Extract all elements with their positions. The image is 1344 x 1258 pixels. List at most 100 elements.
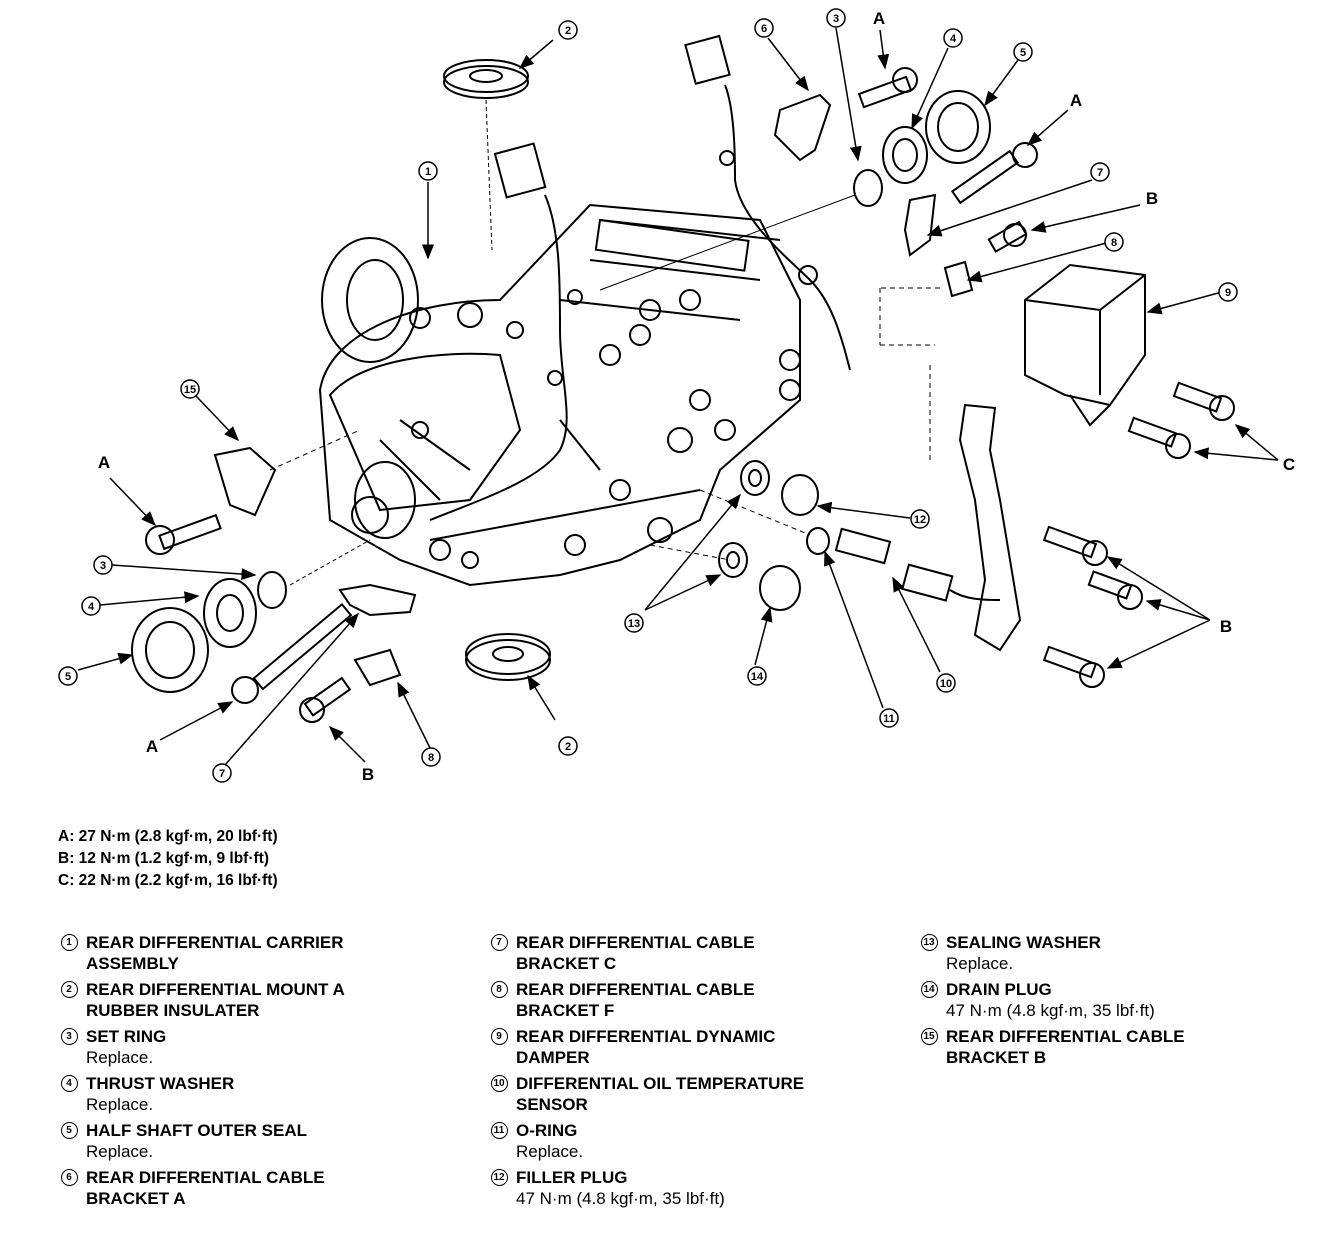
- legend-item-3: 3 SET RING Replace.: [58, 1026, 345, 1068]
- callout-8-bottom: 8: [421, 747, 441, 767]
- letter-C: C: [1283, 455, 1295, 474]
- legend-item-title: BRACKET F: [516, 1001, 615, 1020]
- callout-11: 11: [879, 708, 899, 728]
- svg-text:12: 12: [914, 514, 926, 526]
- callout-5-top: 5: [1013, 42, 1033, 62]
- legend-number-badge: 13: [920, 934, 938, 951]
- legend-item-title: ASSEMBLY: [86, 954, 179, 973]
- svg-text:11: 11: [883, 713, 895, 725]
- callout-4-left: 4: [81, 596, 101, 616]
- legend-item-note: Replace.: [86, 1142, 154, 1161]
- svg-text:3: 3: [100, 560, 106, 572]
- legend-item-title: BRACKET C: [516, 954, 617, 973]
- legend-item-note: Replace.: [86, 1095, 154, 1114]
- callout-2-top: 2: [558, 20, 578, 40]
- mount-rubber-insulator-top: [443, 59, 529, 251]
- callout-2-bottom: 2: [558, 736, 578, 756]
- brackets: [213, 93, 1022, 687]
- legend-item-note: Replace.: [946, 954, 1014, 973]
- callout-5-left: 5: [58, 666, 78, 686]
- svg-text:9: 9: [1225, 287, 1231, 299]
- legend-item-7: 7 REAR DIFFERENTIAL CABLE BRACKET C: [488, 932, 804, 974]
- letter-A-left: A: [98, 453, 110, 472]
- callout-12: 12: [910, 509, 930, 529]
- legend-number-badge: 8: [490, 981, 508, 998]
- legend-number-badge: 15: [920, 1028, 938, 1045]
- legend-item-title: REAR DIFFERENTIAL CABLE: [516, 980, 755, 999]
- svg-text:3: 3: [833, 13, 839, 25]
- svg-text:2: 2: [565, 741, 571, 753]
- svg-text:10: 10: [940, 678, 952, 690]
- mount-rubber-insulator-bottom: [465, 633, 551, 681]
- legend-number-badge: 9: [490, 1028, 508, 1045]
- legend-item-title: DIFFERENTIAL OIL TEMPERATURE: [516, 1074, 805, 1093]
- legend-item-title: HALF SHAFT OUTER SEAL: [86, 1121, 307, 1140]
- plugs-and-sensor: [718, 460, 1001, 611]
- legend-number-badge: 4: [60, 1075, 78, 1092]
- legend-number-badge: 7: [490, 934, 508, 951]
- callout-numbers: 1 2 2 3 3 4 4 5 5 6 7 7 8 8 9 10 11 12 1…: [58, 8, 1238, 783]
- legend-item-10: 10 DIFFERENTIAL OIL TEMPERATURE SENSOR: [488, 1073, 804, 1115]
- svg-text:14: 14: [751, 671, 764, 683]
- legend-number-badge: 3: [60, 1028, 78, 1045]
- svg-text:6: 6: [761, 23, 767, 35]
- legend-item-title: BRACKET A: [86, 1189, 186, 1208]
- legend-item-title: FILLER PLUG: [516, 1168, 628, 1187]
- legend-item-title: DRAIN PLUG: [946, 980, 1052, 999]
- callout-14: 14: [747, 666, 767, 686]
- callout-3-left: 3: [93, 555, 113, 575]
- torque-specs: A: 27 N·m (2.8 kgf·m, 20 lbf·ft) B: 12 N…: [58, 826, 278, 892]
- callout-7-right: 7: [1090, 162, 1110, 182]
- legend-item-note: Replace.: [86, 1048, 154, 1067]
- svg-text:4: 4: [950, 33, 957, 45]
- bolts: [145, 67, 1235, 723]
- letter-B-right: B: [1146, 189, 1158, 208]
- legend-item-title: REAR DIFFERENTIAL CABLE: [516, 933, 755, 952]
- svg-text:4: 4: [88, 601, 95, 613]
- svg-text:5: 5: [65, 671, 71, 683]
- legend-item-title: REAR DIFFERENTIAL CABLE: [86, 1168, 325, 1187]
- callout-4-top: 4: [943, 28, 963, 48]
- svg-text:1: 1: [425, 166, 431, 178]
- svg-text:8: 8: [428, 752, 434, 764]
- legend-number-badge: 14: [920, 981, 938, 998]
- svg-text:2: 2: [565, 25, 571, 37]
- svg-text:7: 7: [1097, 167, 1103, 179]
- alignment-lines: [269, 287, 940, 561]
- callout-10: 10: [936, 673, 956, 693]
- callout-6: 6: [754, 18, 774, 38]
- legend-item-14: 14 DRAIN PLUG 47 N·m (4.8 kgf·m, 35 lbf·ft…: [918, 979, 1185, 1021]
- letter-A-top: A: [873, 9, 885, 28]
- legend-item-title: SENSOR: [516, 1095, 588, 1114]
- carrier-assembly: [318, 203, 801, 587]
- legend-item-title: REAR DIFFERENTIAL DYNAMIC: [516, 1027, 776, 1046]
- right-seal-set: [599, 90, 991, 291]
- torque-spec-A: A: 27 N·m (2.8 kgf·m, 20 lbf·ft): [58, 828, 278, 845]
- callout-3-top: 3: [826, 8, 846, 28]
- svg-text:5: 5: [1020, 47, 1026, 59]
- legend-item-note: 47 N·m (4.8 kgf·m, 35 lbf·ft): [946, 1001, 1155, 1020]
- svg-text:8: 8: [1111, 237, 1117, 249]
- legend-number-badge: 5: [60, 1122, 78, 1139]
- legend-item-5: 5 HALF SHAFT OUTER SEAL Replace.: [58, 1120, 345, 1162]
- legend-item-title: SET RING: [86, 1027, 167, 1046]
- torque-spec-C: C: 22 N·m (2.2 kgf·m, 16 lbf·ft): [58, 872, 278, 889]
- legend-number-badge: 10: [490, 1075, 508, 1092]
- legend-item-title: REAR DIFFERENTIAL MOUNT A: [86, 980, 345, 999]
- torque-letters: A A A A B B B C: [98, 9, 1295, 784]
- legend-number-badge: 11: [490, 1122, 508, 1139]
- svg-text:13: 13: [628, 618, 640, 630]
- callout-7-bottom: 7: [212, 763, 232, 783]
- callout-8-right: 8: [1104, 232, 1124, 252]
- svg-text:7: 7: [219, 768, 225, 780]
- legend-number-badge: 6: [60, 1169, 78, 1186]
- legend-item-title: REAR DIFFERENTIAL CARRIER: [86, 933, 344, 952]
- legend-item-8: 8 REAR DIFFERENTIAL CABLE BRACKET F: [488, 979, 804, 1021]
